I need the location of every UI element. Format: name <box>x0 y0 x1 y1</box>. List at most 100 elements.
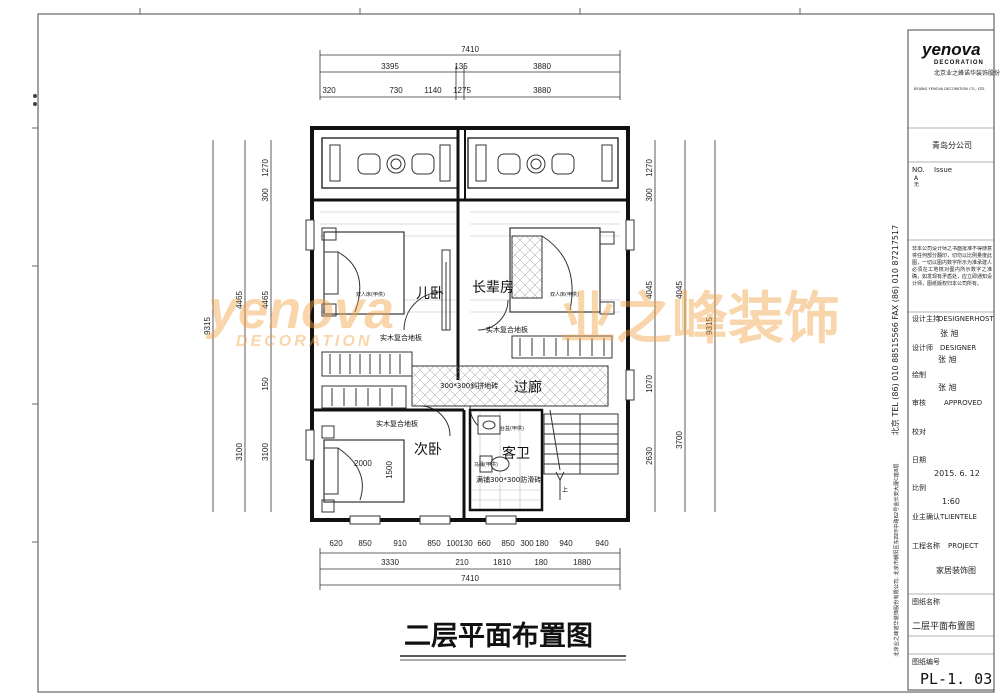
room-label-hall: 过廊 <box>514 379 542 396</box>
tb-field-0-label-en: DESIGNERHOST <box>938 315 994 323</box>
tb-fields: 设计主持 DESIGNERHOST 张 旭 设计师 DESIGNER 张 旭 绘… <box>912 314 994 575</box>
dim-bot1-8: 300 <box>520 539 534 548</box>
tb-logo-sub: DECORATION <box>934 60 984 66</box>
hall-tile <box>411 365 609 407</box>
tb-field-0-value: 张 旭 <box>940 328 959 338</box>
bed-kids <box>323 231 405 315</box>
watermark-cn: 业之峰装饰 <box>560 287 840 352</box>
note-basin: 台盆(甲供) <box>500 425 524 432</box>
room-label-elder: 长辈房 <box>472 280 514 296</box>
tb-address: 北京业之峰诺华装饰股份有限公司, 北京市朝阳区东四环中路82号金长安大厦C座8层 <box>892 463 900 656</box>
dim-right-2: 300 <box>645 188 654 202</box>
tb-field-0-label: 设计主持 <box>912 314 940 323</box>
dim-bot1-1: 850 <box>358 539 372 548</box>
dim-left-5b: 3100 <box>235 443 244 461</box>
tb-field-4-label: 校对 <box>912 427 926 436</box>
note-tile-hall: 300*300斜拼地砖 <box>440 381 498 390</box>
dim-right-mid-a: 4045 <box>675 281 684 299</box>
frame-ticks <box>32 8 801 543</box>
tb-disclaimer: 非本公司设计师之书面批准不得随意将任何部分翻印，切勿以比例量度此图，一切以图内数… <box>912 246 992 287</box>
dim-top3-e: 3880 <box>533 86 551 95</box>
note-tile-bath: 满铺300*300防滑砖 <box>476 475 541 484</box>
dim-bot2-3: 180 <box>534 558 548 567</box>
note-floor-a: 实木复合地板 <box>380 333 422 342</box>
dim-top3-b: 730 <box>389 86 403 95</box>
plan <box>305 126 635 525</box>
note-stair-up: 上 <box>562 486 568 494</box>
dim-bot1-4: 100 <box>446 539 460 548</box>
tb-issue-mark: A <box>914 175 919 182</box>
tb-sheet-name: 二层平面布置图 <box>912 620 975 632</box>
dim-bot1-9: 180 <box>535 539 549 548</box>
wardrobes <box>321 335 613 409</box>
dim-bot2-2: 1810 <box>493 558 511 567</box>
tb-field-7-label-en: TLIENTELE <box>939 513 977 521</box>
tb-branch: 青岛分公司 <box>932 140 972 150</box>
tb-field-1-value: 张 旭 <box>938 354 957 364</box>
tb-sheet-no-label: 图纸编号 <box>912 657 940 666</box>
dim-left-outer: 9315 <box>203 317 212 335</box>
dim-right-3: 4045 <box>645 281 654 299</box>
dim-left-5: 3100 <box>261 443 270 461</box>
title-block: 北京 TEL (86) 010 88515566 FAX (86) 010 87… <box>890 29 1000 691</box>
balcony-right <box>467 137 619 189</box>
tb-field-2-value: 张 旭 <box>938 382 957 392</box>
tb-field-5-label: 日期 <box>912 456 926 464</box>
dim-top3-a: 320 <box>322 86 336 95</box>
note-bed-dim-h: 1500 <box>385 461 394 479</box>
bathroom-wall <box>468 408 544 512</box>
note-bed-a: 双人床(甲供) <box>356 291 385 298</box>
dim-bot2-4: 1880 <box>573 558 591 567</box>
tb-company-en: BEIJING YENOVA DECORATION CO., LTD. <box>914 87 985 91</box>
dim-bot1-2: 910 <box>393 539 407 548</box>
room-label-kids: 儿卧 <box>416 286 444 302</box>
dim-bot1-5: 130 <box>459 539 473 548</box>
tb-field-8-label-en: PROJECT <box>948 542 979 550</box>
title-block-frame <box>907 29 995 691</box>
sheet-frame <box>37 13 995 693</box>
dim-bot2-1: 210 <box>455 558 469 567</box>
dim-top-c: 3880 <box>533 62 551 71</box>
note-floor-c: 实木复合地板 <box>376 419 418 428</box>
tb-field-8-value: 家居装饰图 <box>936 565 976 575</box>
dim-top-a: 3395 <box>381 62 399 71</box>
tb-field-6-label: 比例 <box>912 483 926 492</box>
tb-field-1-label: 设计师 <box>912 343 933 352</box>
dim-bot1-7: 850 <box>501 539 515 548</box>
dimension-lines <box>212 50 716 590</box>
dim-bot2-0: 3330 <box>381 558 399 567</box>
dim-top-total: 7410 <box>461 45 479 54</box>
dim-right-1: 1270 <box>645 159 654 177</box>
tb-field-7-label: 业主确认 <box>912 512 940 521</box>
dim-top3-c: 1140 <box>424 86 442 95</box>
tb-field-2-label: 绘制 <box>912 370 926 379</box>
dim-top3-d: 1275 <box>453 86 471 95</box>
dim-left-3: 4465 <box>261 291 270 309</box>
dim-right-5: 2630 <box>645 447 654 465</box>
tb-field-6-value: 1:60 <box>942 497 960 506</box>
drawing-title: 二层平面布置图 <box>404 621 593 652</box>
tb-field-3-label-en: APPROVED <box>944 399 982 407</box>
tb-sheet-no: PL-1. 03 <box>920 670 992 688</box>
note-bed-dim-w: 2000 <box>354 459 372 468</box>
note-bed-b: 双人床(甲供) <box>550 291 579 298</box>
tb-issue-label: Issue <box>934 166 952 174</box>
tb-field-8-label: 工程名称 <box>912 541 940 550</box>
tb-sheet-name-label: 图纸名称 <box>912 597 940 606</box>
room-label-second: 次卧 <box>414 442 442 458</box>
dim-bot1-3: 850 <box>427 539 441 548</box>
tb-field-5-value: 2015. 6. 12 <box>934 469 980 478</box>
watermark-brand-sub: DECORATION <box>236 333 372 350</box>
dim-bot1-0: 620 <box>329 539 343 548</box>
outer-wall <box>310 126 630 522</box>
dim-bot1-10: 940 <box>559 539 573 548</box>
staircase <box>543 409 619 500</box>
tb-logo: yenova <box>921 40 981 59</box>
dim-right-mid-b: 3700 <box>675 431 684 449</box>
note-toilet: 马桶(甲供) <box>474 461 498 468</box>
watermark-brand: yenova <box>205 280 394 340</box>
dim-left-1: 1270 <box>261 159 270 177</box>
tb-contact: 北京 TEL (86) 010 88515566 FAX (86) 010 87… <box>890 225 900 435</box>
dim-bot1-11: 940 <box>595 539 609 548</box>
